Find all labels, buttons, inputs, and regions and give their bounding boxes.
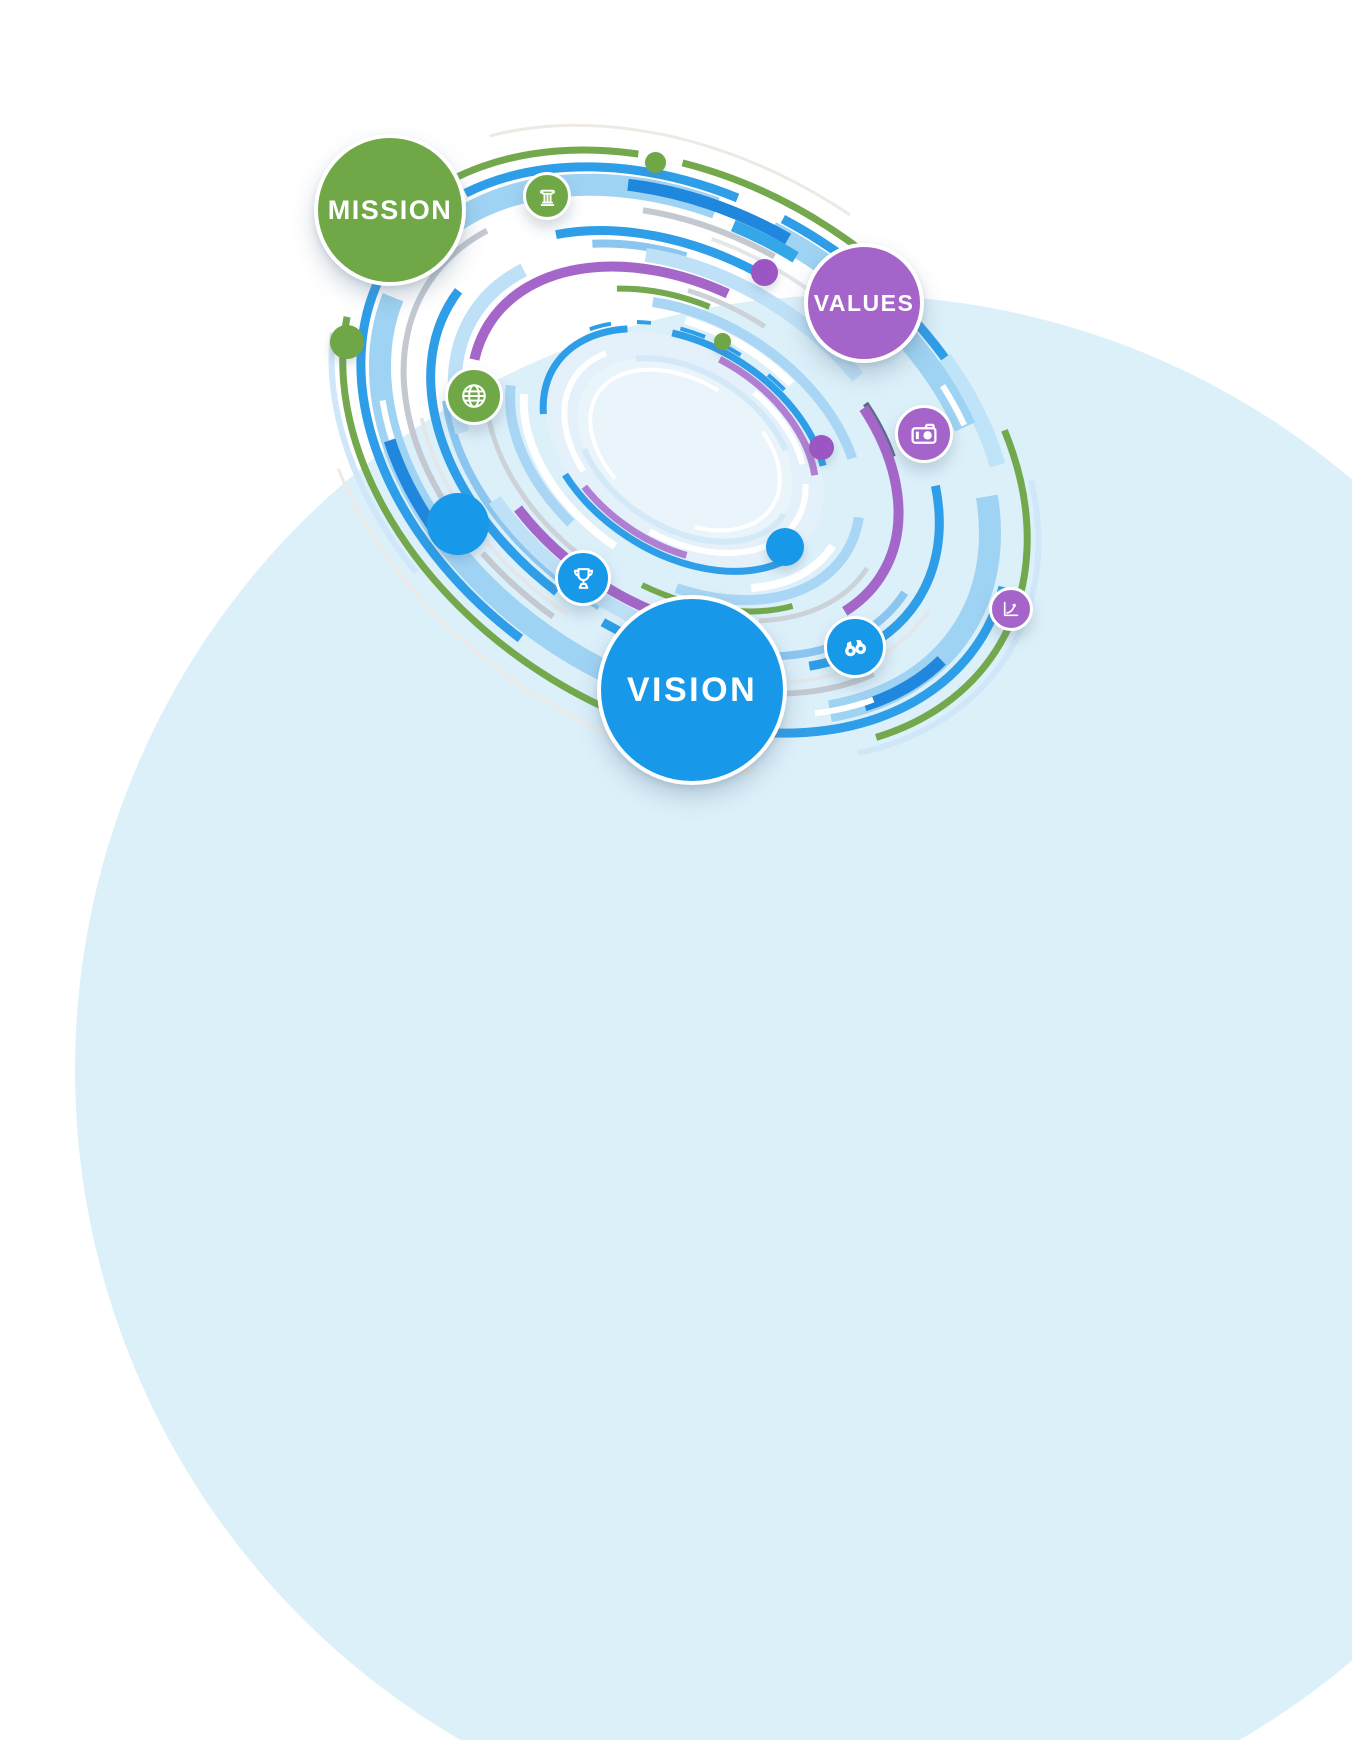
binoculars-icon	[845, 639, 867, 657]
bank-column-bubble	[523, 172, 571, 220]
globe-icon	[462, 384, 486, 408]
orbit-rings-graphic	[313, 123, 1057, 777]
mission-label: MISSION	[327, 194, 453, 225]
purple-orbit-dot-right	[809, 435, 834, 460]
camera-bubble	[895, 405, 953, 463]
purple-orbit-dot-top	[751, 259, 778, 286]
blue-orbit-dot-small	[766, 528, 804, 566]
values-label: VALUES	[813, 289, 915, 316]
globe-bubble	[445, 367, 503, 425]
vision-label: VISION	[626, 670, 758, 709]
trophy-bubble	[555, 550, 611, 606]
bank-column-icon	[539, 189, 555, 206]
binoculars-bubble	[824, 616, 886, 678]
camera-icon	[911, 423, 937, 444]
trophy-icon	[573, 567, 593, 589]
line-chart-bubble	[989, 587, 1033, 631]
green-orbit-dot-large	[330, 325, 364, 359]
mission-bubble: MISSION	[314, 134, 466, 286]
vision-bubble: VISION	[597, 595, 787, 785]
line-chart-icon	[1003, 601, 1019, 617]
green-orbit-dot-top	[645, 152, 666, 173]
green-orbit-dot-small	[714, 333, 731, 350]
blue-orbit-dot-large	[427, 493, 489, 555]
values-bubble: VALUES	[804, 243, 924, 363]
